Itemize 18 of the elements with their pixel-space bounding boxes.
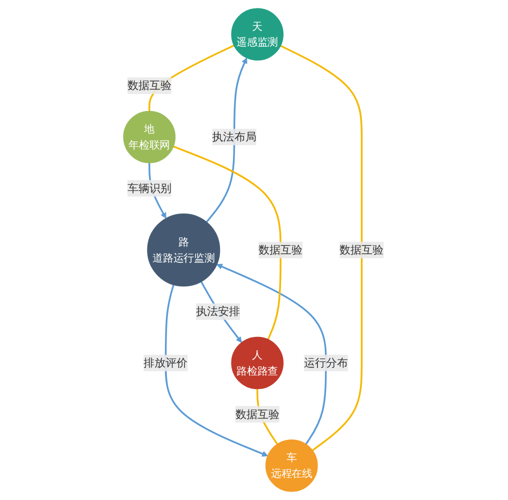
node-circle: 地 年检联网: [124, 110, 176, 164]
node-circle: 天 遥感监测: [232, 8, 284, 61]
node-circle: 人 路检路查: [232, 336, 284, 390]
edge-label: 排放评价: [144, 356, 188, 370]
edge-label: 执法布局: [212, 130, 257, 144]
node-circle: 路 道路运行监测: [147, 213, 220, 287]
connector: [280, 44, 363, 452]
arrow: [206, 58, 248, 223]
node-circle: 车 远程在线: [266, 439, 318, 492]
edge-label: 运行分布: [304, 356, 348, 370]
edge-label: 车辆识别: [128, 181, 172, 195]
edge-label: 数据互验: [236, 407, 280, 421]
edge-label: 数据互验: [128, 78, 172, 92]
connector: [173, 146, 282, 340]
edge-label: 数据互验: [258, 243, 304, 256]
edge-label: 数据互验: [340, 243, 384, 256]
edge-label: 执法安排: [196, 304, 240, 318]
arrow: [165, 284, 268, 457]
